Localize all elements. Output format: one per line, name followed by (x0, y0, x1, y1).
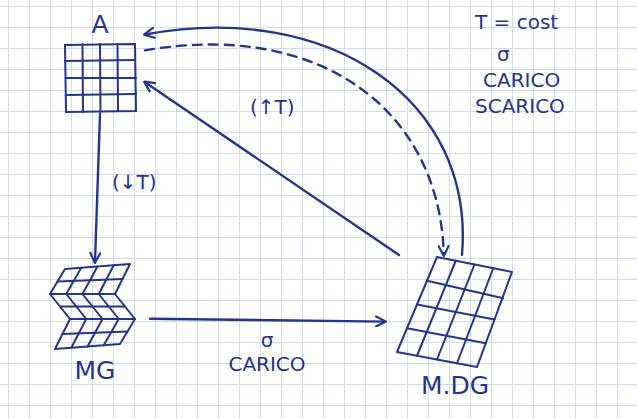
arrow (145, 82, 399, 255)
folded-grid (45, 262, 145, 354)
grid-figure-node: MG (40, 262, 150, 388)
node-label: M.DG (385, 369, 525, 403)
note-label: SCARICO (475, 94, 565, 118)
node-label: MG (40, 354, 150, 388)
arrow (150, 319, 385, 322)
grid-figure-node: A (55, 8, 145, 114)
edge-label: (↑T) (250, 95, 295, 119)
note-label: T = cost (475, 10, 558, 34)
note-label: σ (497, 42, 510, 66)
edge-label: σ CARICO (222, 328, 312, 376)
curved-arrow (145, 28, 463, 255)
arrow (95, 114, 100, 262)
square-grid (62, 42, 138, 114)
edge-label: (↓T) (112, 170, 157, 194)
note-label: CARICO (483, 68, 560, 92)
grid-figure-node: M.DG (385, 255, 525, 403)
node-label: A (55, 8, 145, 42)
sheared-grid (394, 255, 516, 369)
curved-arrow (145, 45, 444, 255)
